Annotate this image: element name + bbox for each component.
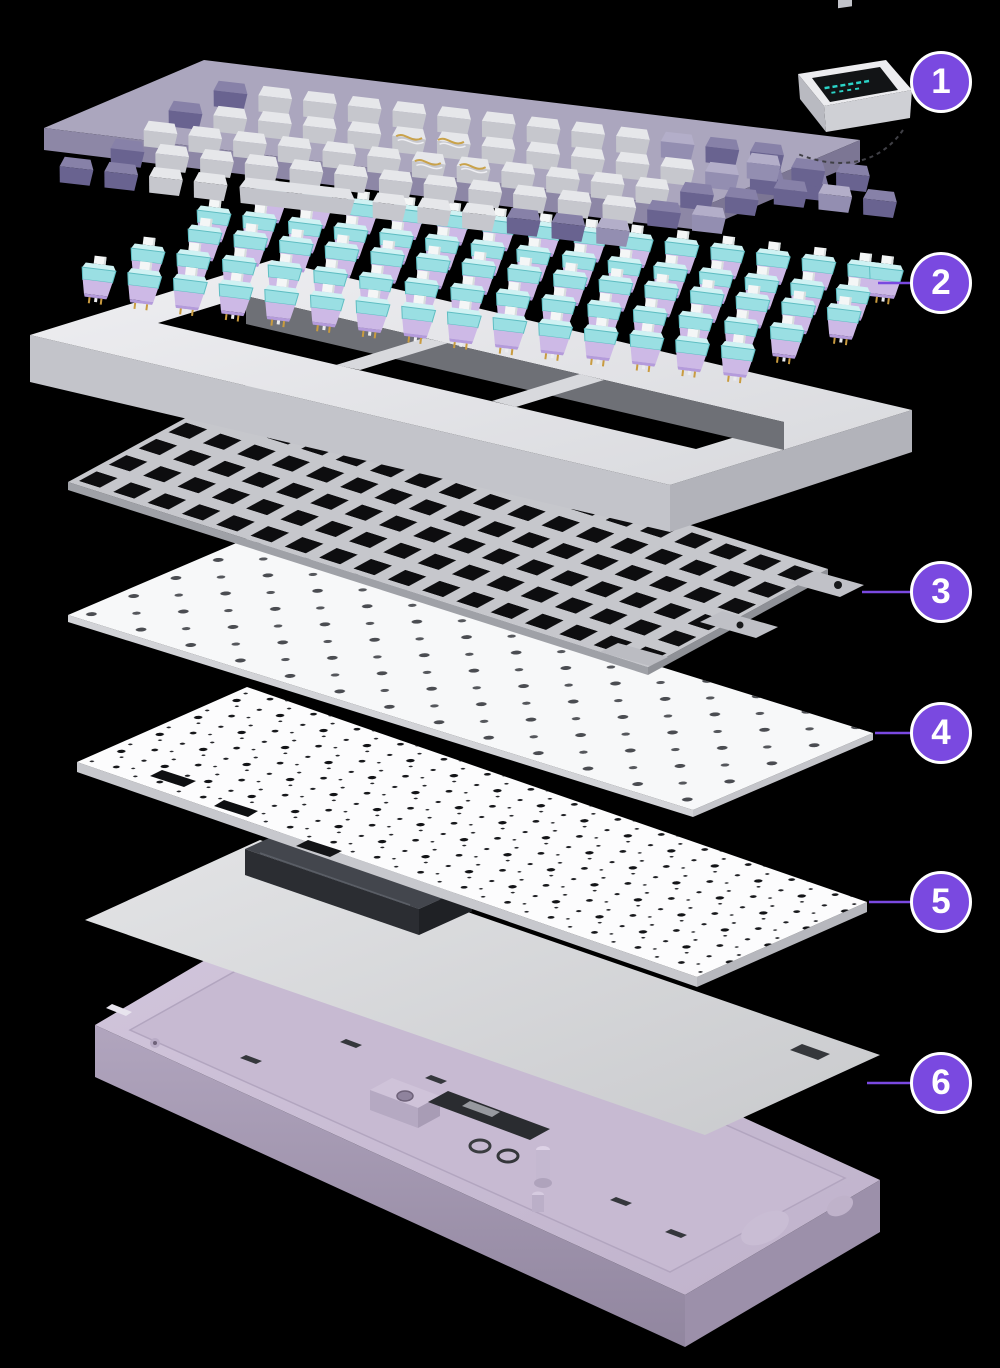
callout-6[interactable]: 6 <box>910 1052 972 1114</box>
callout-5-number: 5 <box>931 882 951 921</box>
callout-3-number: 3 <box>931 572 951 611</box>
callout-1-number: 1 <box>931 62 951 101</box>
callout-3[interactable]: 3 <box>910 561 972 623</box>
callout-lines <box>862 281 911 1085</box>
bottom-case-layer <box>95 910 880 1347</box>
keycaps-layer <box>44 60 898 248</box>
cable-line <box>797 129 904 164</box>
foam-layer <box>68 538 873 817</box>
callout-2[interactable]: 2 <box>910 252 972 314</box>
callout-6-number: 6 <box>931 1063 951 1102</box>
connector-module <box>428 1091 550 1164</box>
pcb-layer <box>77 687 867 987</box>
callout-5[interactable]: 5 <box>910 871 972 933</box>
callout-4[interactable]: 4 <box>910 702 972 764</box>
plate-layer <box>68 384 864 675</box>
screen-module <box>798 0 912 132</box>
callout-4-number: 4 <box>931 713 951 752</box>
callout-1[interactable]: 1 <box>910 51 972 113</box>
callout-2-number: 2 <box>931 263 951 302</box>
